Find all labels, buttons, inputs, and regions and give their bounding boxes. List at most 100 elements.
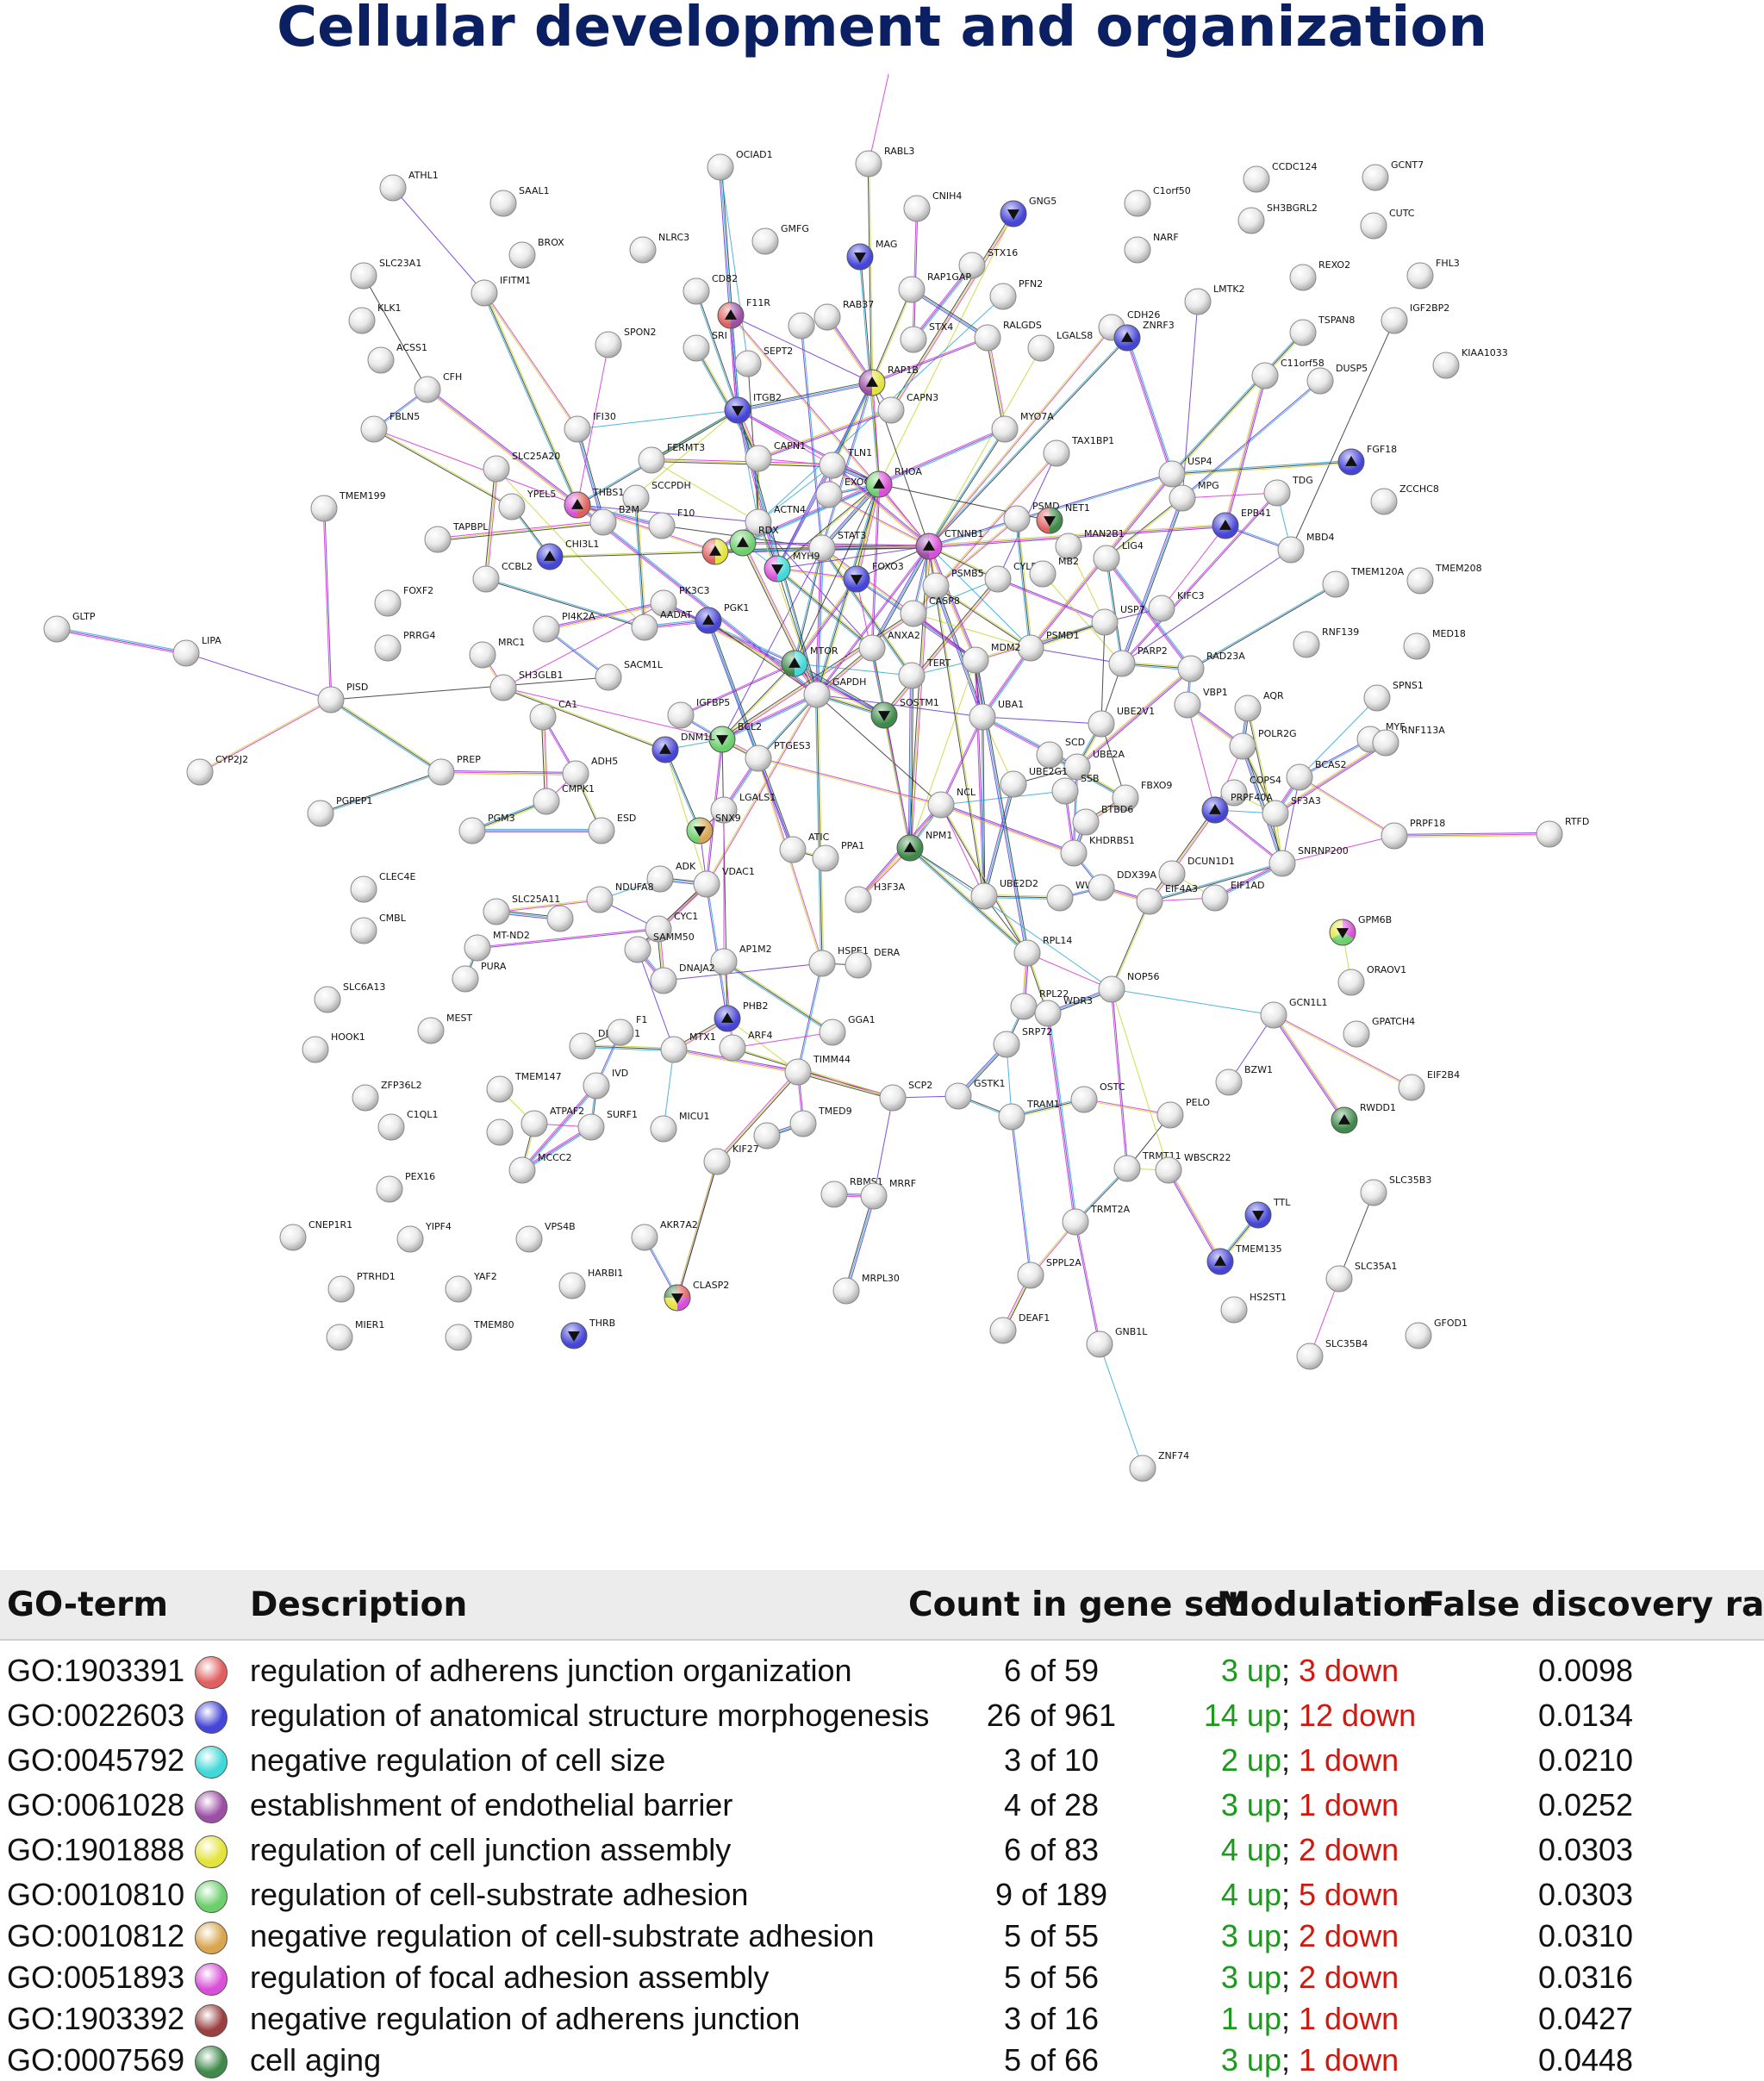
term-description: negative regulation of cell-substrate ad… (250, 1918, 875, 1953)
interaction-edge (1171, 459, 1352, 477)
interaction-edge (1214, 808, 1283, 865)
protein-label: SLC25A11 (512, 894, 560, 905)
modulation-separator: ; (1281, 1742, 1299, 1778)
interaction-edge (485, 577, 645, 629)
protein-node: YPEL5 (498, 489, 556, 520)
protein-label: PRPF18 (1410, 818, 1445, 829)
protein-label: TMEM135 (1235, 1243, 1282, 1255)
modulation-up: 4 up (1220, 1877, 1281, 1912)
down-regulated-arrow-icon (854, 252, 866, 263)
protein-label: THBS1 (592, 487, 624, 498)
interaction-edge (483, 292, 579, 430)
term-modulation: 3 up; 1 down (1189, 1787, 1431, 1823)
protein-node: NOP56 (1098, 971, 1160, 1003)
interaction-edge (330, 676, 609, 701)
protein-node: RNF113A (1372, 725, 1445, 757)
protein-node: HS2ST1 (1220, 1292, 1287, 1324)
protein-node: RPL14 (1013, 935, 1072, 967)
protein-label: MTX1 (689, 1031, 716, 1043)
term-description: establishment of endothelial barrier (250, 1787, 733, 1822)
protein-node: MT-ND2 (464, 930, 530, 962)
interaction-edge (997, 577, 1106, 624)
protein-label: MICU1 (679, 1111, 709, 1122)
protein-label: BROX (538, 237, 564, 248)
protein-node: GCNT7 (1362, 159, 1424, 191)
protein-label: ZNRF3 (1143, 320, 1175, 331)
protein-label: MB2 (1058, 556, 1079, 567)
protein-node: TAX1BP1 (1043, 435, 1114, 467)
protein-label: ATPAF2 (550, 1106, 584, 1117)
protein-node: CLASP2 (664, 1280, 729, 1312)
interaction-edge (913, 578, 999, 614)
protein-label: DDX39A (1117, 869, 1156, 881)
protein-label: PURA (481, 961, 507, 972)
protein-label: SLC35B3 (1389, 1174, 1431, 1186)
interaction-edge (1187, 704, 1216, 811)
protein-label: MDM2 (991, 642, 1020, 653)
term-fdr: 0.0134 (1537, 1698, 1634, 1733)
protein-node: EPB41 (1212, 508, 1271, 539)
protein-node: NCL (927, 787, 976, 819)
protein-label: NPM1 (926, 830, 952, 841)
protein-node: GLTP (43, 611, 96, 643)
term-modulation: 3 up; 2 down (1189, 1960, 1431, 1996)
protein-node: PI4K2A (533, 611, 595, 643)
protein-label: POLR2G (1258, 728, 1297, 739)
protein-label: AADAT (660, 609, 692, 620)
protein-node: TMEM120A (1322, 566, 1405, 598)
protein-node: PSMD1 (1017, 630, 1080, 662)
protein-node: DEAF1 (989, 1312, 1050, 1344)
protein-label: FOXO3 (872, 561, 904, 572)
protein-label: SH3BGRL2 (1267, 202, 1318, 214)
protein-label: MTOR (810, 645, 838, 657)
protein-node: FOXF2 (374, 585, 433, 617)
protein-node: IGFBP5 (667, 697, 730, 729)
interaction-edge (870, 382, 881, 485)
up-regulated-arrow-icon (709, 545, 721, 556)
interaction-edge (882, 577, 1000, 717)
interaction-edge (502, 687, 723, 740)
protein-label: VPS4B (545, 1221, 576, 1232)
protein-node: SCCPDH (622, 480, 691, 512)
protein-node: ADH5 (562, 756, 618, 788)
modulation-up: 3 up (1220, 2042, 1281, 2078)
protein-node: PRPF18 (1381, 818, 1445, 850)
protein-label: SLC6A13 (343, 981, 385, 993)
protein-label: DUSP5 (1336, 363, 1368, 374)
go-term-id: GO:0051893 (7, 1960, 185, 1995)
modulation-separator: ; (1281, 1960, 1299, 1995)
protein-node: ATHL1 (379, 170, 439, 202)
interaction-edge (757, 464, 833, 523)
protein-node: PK3C3 (650, 585, 710, 617)
modulation-up: 3 up (1220, 1787, 1281, 1822)
interaction-edge (870, 289, 913, 383)
interaction-edge (1272, 1013, 1346, 1122)
protein-node: SH3BGRL2 (1237, 202, 1318, 234)
term-description: regulation of cell-substrate adhesion (250, 1877, 749, 1912)
up-regulated-arrow-icon (702, 614, 714, 625)
interaction-edge (730, 315, 873, 383)
protein-node: FBLN5 (360, 411, 420, 443)
protein-node: EIF1AD (1201, 880, 1265, 912)
protein-label: ARF4 (748, 1030, 773, 1041)
protein-node: TERT (898, 657, 951, 689)
protein-label: ACTN4 (774, 504, 806, 515)
protein-node: TRMT11 (1113, 1150, 1181, 1182)
interaction-edge (912, 208, 919, 340)
protein-label: RHOA (894, 466, 922, 477)
term-count: 6 of 83 (1003, 1832, 1100, 1867)
protein-node: RHOA (865, 466, 922, 498)
protein-node: RNF139 (1293, 626, 1359, 658)
protein-label: STAT3 (838, 530, 866, 541)
down-regulated-arrow-icon (1044, 516, 1056, 526)
interaction-edge (1030, 647, 1123, 664)
protein-node: WBSCR22 (1155, 1152, 1231, 1184)
protein-label: MYF (1386, 721, 1406, 732)
up-regulated-arrow-icon (873, 478, 885, 489)
interaction-edge (1083, 1098, 1171, 1117)
protein-node: B2M (589, 504, 639, 536)
interaction-edge (1099, 1343, 1144, 1469)
protein-node: ZFP36L2 (352, 1080, 422, 1112)
